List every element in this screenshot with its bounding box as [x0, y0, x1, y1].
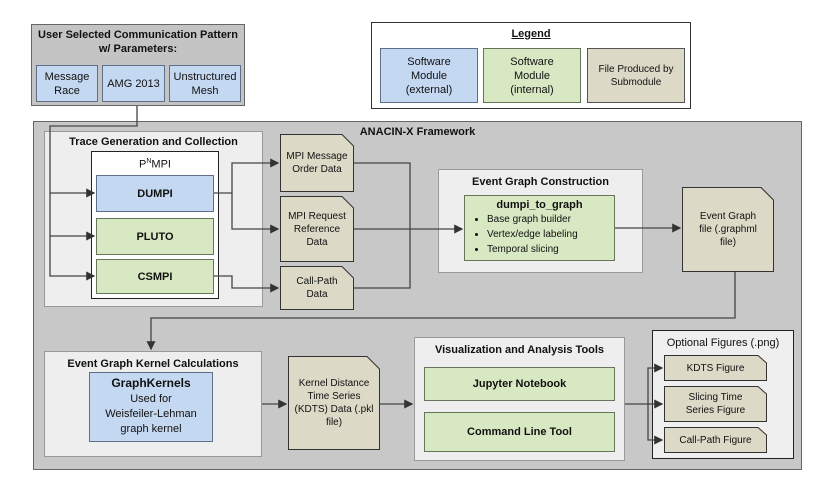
slicing-time-series-figure-file: Slicing Time Series Figure — [664, 386, 767, 422]
command-line-tool-module: Command Line Tool — [424, 412, 615, 452]
pnmpi-mpi: MPI — [151, 158, 171, 171]
kdts-figure-label: KDTS Figure — [686, 362, 745, 374]
arrow-dumpi-to-request — [231, 193, 280, 234]
feature-temporal-slicing: Temporal slicing — [487, 242, 578, 257]
pattern-panel-title: User Selected Communication Pattern w/ P… — [32, 28, 244, 56]
arrow-viz-to-callpath-fig — [647, 404, 664, 445]
graphkernels-desc-3: graph kernel — [120, 423, 182, 435]
feature-vertex-edge-labeling: Vertex/edge labeling — [487, 227, 578, 242]
graphkernels-desc-2: Weisfeiler-Lehman — [105, 408, 197, 420]
pnmpi-label: PNMPI — [92, 155, 218, 172]
visualization-title: Visualization and Analysis Tools — [434, 344, 605, 356]
graphkernels-title: GraphKernels — [111, 376, 191, 390]
arrow-csmpi-to-callpath — [214, 275, 280, 293]
arrow-viz-to-figures — [625, 363, 664, 405]
event-graph-file: Event Graph file (.graphml file) — [682, 187, 774, 272]
trace-generation-title: Trace Generation and Collection — [69, 136, 238, 148]
mpi-request-reference-data-file: MPI Request Reference Data — [280, 196, 354, 262]
arrow-graph-to-kernel — [146, 272, 736, 351]
optional-figures-title: Optional Figures (.png) — [666, 337, 780, 349]
legend-file: File Produced by Submodule — [587, 48, 685, 103]
kdts-data-file: Kernel Distance Time Series (KDTS) Data … — [288, 356, 380, 450]
pnmpi-n: N — [146, 158, 152, 165]
event-graph-construction-title: Event Graph Construction — [472, 176, 609, 188]
arrow-dumpi-to-order — [214, 158, 280, 194]
kdts-figure-file: KDTS Figure — [664, 355, 767, 381]
arrow-pattern-to-pluto — [49, 193, 96, 241]
dumpi-module: DUMPI — [96, 175, 214, 212]
pattern-panel: User Selected Communication Pattern w/ P… — [31, 24, 245, 106]
legend: Legend Software Module (external) Softwa… — [371, 22, 691, 109]
legend-title: Legend — [511, 28, 551, 40]
call-path-figure-label: Call-Path Figure — [679, 434, 752, 446]
graphkernels-module: GraphKernels Used for Weisfeiler-Lehman … — [89, 372, 213, 442]
dumpi-to-graph-title: dumpi_to_graph — [496, 199, 583, 211]
pattern-title-line1: User Selected Communication Pattern — [38, 29, 238, 41]
csmpi-module: CSMPI — [96, 259, 214, 294]
pluto-module: PLUTO — [96, 218, 214, 255]
feature-base-graph-builder: Base graph builder — [487, 212, 578, 227]
pattern-message-race: Message Race — [36, 65, 98, 102]
legend-internal: Software Module (internal) — [483, 48, 581, 103]
arrow-pattern-to-csmpi — [49, 236, 96, 281]
kernel-calculations-title: Event Graph Kernel Calculations — [67, 358, 239, 370]
dumpi-to-graph-module: dumpi_to_graph Base graph builder Vertex… — [464, 195, 615, 261]
call-path-data-file: Call-Path Data — [280, 266, 354, 310]
legend-external: Software Module (external) — [380, 48, 478, 103]
mpi-message-order-data-file: MPI Message Order Data — [280, 134, 354, 192]
arrow-order-to-construction — [354, 162, 411, 228]
mpi-message-order-data-label: MPI Message Order Data — [286, 151, 348, 175]
graphkernels-description: Used for Weisfeiler-Lehman graph kernel — [90, 392, 212, 437]
pattern-title-line2: w/ Parameters: — [98, 43, 178, 55]
pattern-amg-2013: AMG 2013 — [102, 65, 165, 102]
arrow-pattern-to-trace — [49, 106, 138, 198]
call-path-figure-file: Call-Path Figure — [664, 427, 767, 453]
kdts-data-label: Kernel Distance Time Series (KDTS) Data … — [294, 378, 374, 428]
slicing-time-series-figure-label: Slicing Time Series Figure — [685, 392, 746, 416]
pnmpi-p: P — [139, 158, 147, 171]
framework-title: ANACIN-X Framework — [359, 126, 476, 138]
arrow-callpath-to-construction — [354, 228, 411, 289]
event-graph-file-label: Event Graph file (.graphml file) — [699, 211, 757, 248]
graphkernels-desc-1: Used for — [130, 393, 172, 405]
jupyter-notebook-module: Jupyter Notebook — [424, 367, 615, 401]
pattern-unstructured-mesh: Unstructured Mesh — [169, 65, 241, 102]
call-path-data-label: Call-Path Data — [296, 276, 338, 300]
dumpi-to-graph-features: Base graph builder Vertex/edge labeling … — [475, 212, 578, 257]
mpi-request-reference-data-label: MPI Request Reference Data — [288, 210, 346, 248]
